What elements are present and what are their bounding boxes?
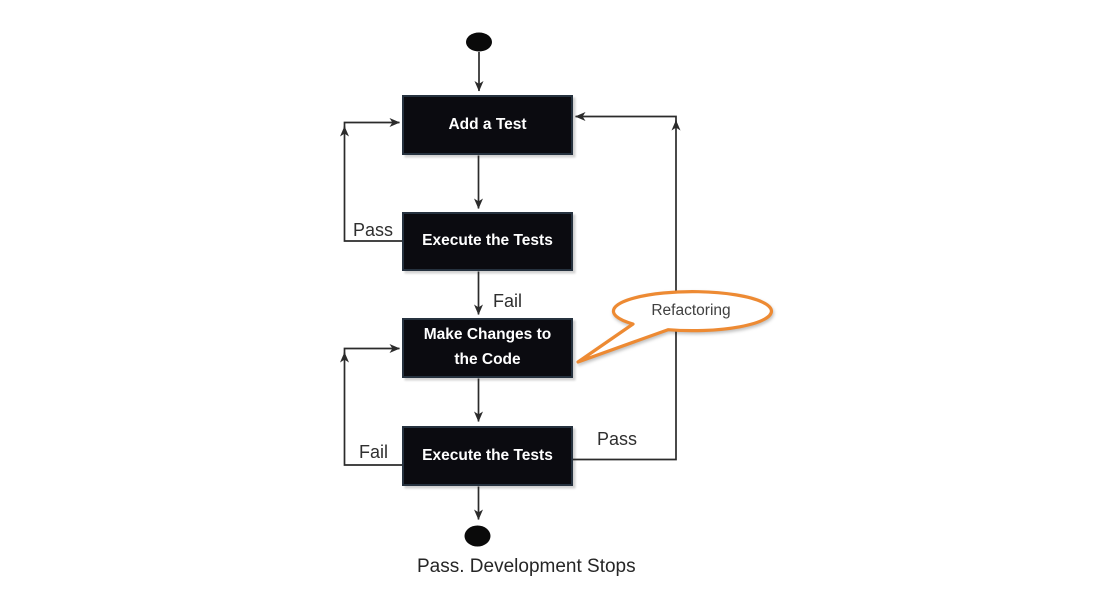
box-execute-the-tests-1-label: Execute the Tests: [422, 232, 553, 250]
edge-label-pass-top: Pass: [353, 220, 394, 240]
refactoring-callout-label: Refactoring: [651, 302, 731, 319]
box-execute-the-tests-2-label: Execute the Tests: [422, 446, 553, 464]
start-node: [466, 32, 492, 52]
diagram-caption: Pass. Development Stops: [417, 556, 636, 577]
edge-execute2-pass-to-add-test: [573, 112, 677, 461]
box-add-a-test-label: Add a Test: [448, 115, 527, 133]
edge-label-pass-bottom: Pass: [597, 429, 638, 449]
edge-label-fail-mid: Fail: [493, 291, 523, 311]
box-execute-the-tests-1: Execute the Tests: [402, 212, 573, 271]
edge-label-fail-bottom: Fail: [359, 442, 389, 462]
end-node: [464, 525, 491, 547]
box-add-a-test: Add a Test: [402, 95, 573, 155]
box-make-changes-to-the-code: Make Changes to the Code: [402, 318, 573, 378]
box-make-changes-to-the-code-label: Make Changes to the Code: [423, 326, 552, 368]
box-execute-the-tests-2: Execute the Tests: [402, 426, 573, 486]
